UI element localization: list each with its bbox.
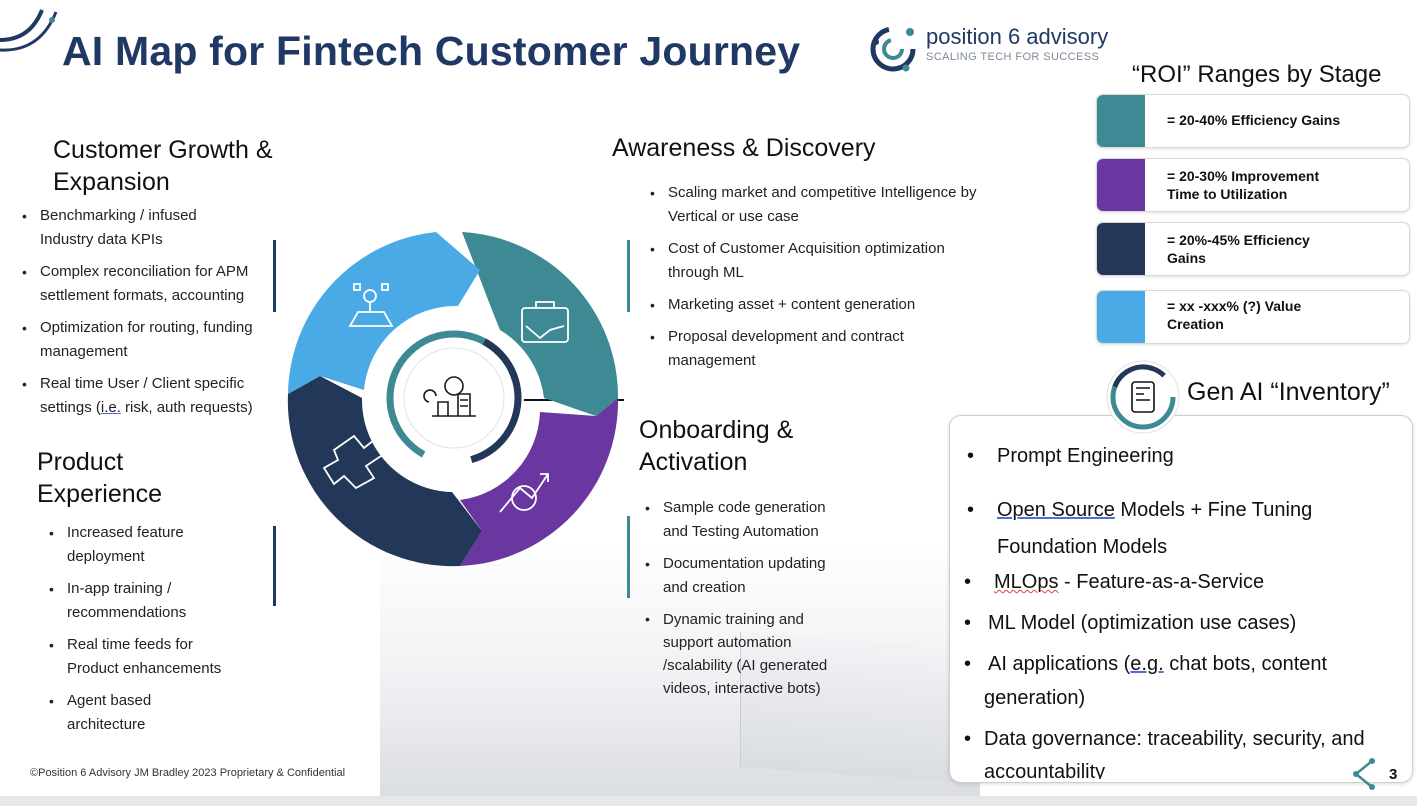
inventory-item-open-source: •Open Source Models + Fine Tuning — [997, 493, 1312, 527]
roi-swatch-purple — [1097, 159, 1145, 211]
roi-swatch-lightblue — [1097, 291, 1145, 343]
roi-heading: “ROI” Ranges by Stage — [1132, 61, 1381, 89]
inventory-item-mlops: •MLOps - Feature-as-a-Service — [994, 565, 1264, 599]
inventory-item-ml-model: •ML Model (optimization use cases) — [988, 606, 1296, 640]
list-item: Marketing asset + content generation — [648, 293, 1008, 317]
inventory-item-ai-apps: •AI applications (e.g. chat bots, conten… — [988, 647, 1327, 681]
roi-swatch-teal — [1097, 95, 1145, 147]
onboarding-divider — [627, 516, 630, 598]
inventory-heading: Gen AI “Inventory” — [1187, 378, 1390, 407]
journey-cycle-diagram — [284, 226, 624, 571]
inventory-item-ai-apps-cont: generation) — [984, 681, 1085, 715]
inventory-item-governance: •Data governance: traceability, security… — [984, 722, 1365, 756]
list-item: Real time User / Client specificsettings… — [20, 372, 280, 420]
list-item: Optimization for routing, fundingmanagem… — [20, 316, 280, 364]
logo-name: position 6 advisory — [926, 24, 1108, 50]
awareness-heading: Awareness & Discovery — [612, 132, 876, 164]
list-item: Scaling market and competitive Intellige… — [648, 181, 1008, 229]
inventory-badge-icon — [1104, 358, 1182, 436]
logo-tagline: SCALING TECH FOR SUCCESS — [926, 51, 1099, 63]
onboarding-heading: Onboarding & Activation — [639, 414, 793, 478]
position6-logo-icon — [866, 22, 920, 76]
list-item: Proposal development and contractmanagem… — [648, 325, 1008, 373]
product-heading: Product Experience — [37, 446, 162, 510]
growth-divider — [273, 240, 276, 312]
share-icon — [1350, 757, 1378, 791]
awareness-divider — [627, 240, 630, 312]
list-item: Complex reconciliation for APMsettlement… — [20, 260, 280, 308]
list-item: In-app training /recommendations — [47, 577, 267, 625]
inventory-item-foundation: Foundation Models — [997, 530, 1167, 564]
inventory-item-prompt: •Prompt Engineering — [997, 439, 1174, 473]
product-divider — [273, 526, 276, 606]
page-title: AI Map for Fintech Customer Journey — [62, 28, 800, 75]
inventory-item-governance-cont: accountability — [984, 755, 1105, 779]
bottom-bar — [0, 796, 1417, 806]
page-number: 3 — [1389, 766, 1397, 783]
list-item: Cost of Customer Acquisition optimizatio… — [648, 237, 1008, 285]
awareness-list: Scaling market and competitive Intellige… — [648, 181, 1008, 381]
corner-arc-icon — [0, 0, 70, 60]
roi-item: = 20-40% Efficiency Gains — [1096, 94, 1410, 148]
growth-heading: Customer Growth & Expansion — [53, 134, 273, 198]
footer-copyright: ©Position 6 Advisory JM Bradley 2023 Pro… — [30, 767, 345, 779]
roi-swatch-navy — [1097, 223, 1145, 275]
